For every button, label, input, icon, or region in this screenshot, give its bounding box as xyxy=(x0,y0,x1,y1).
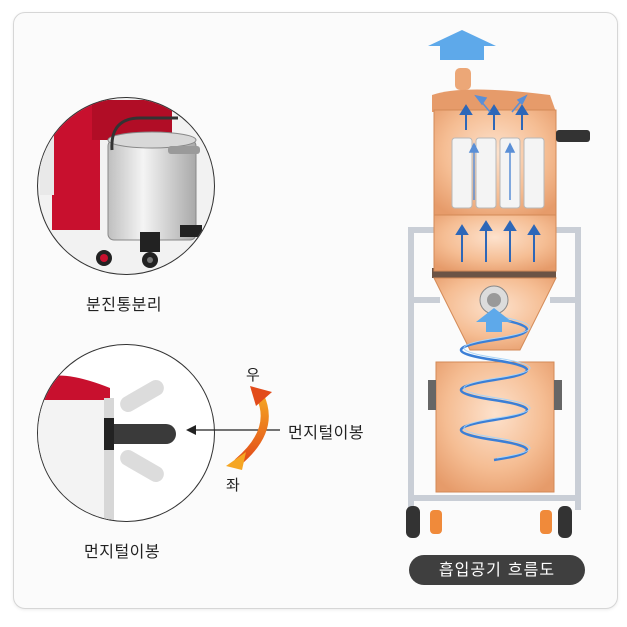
shaker-rod-circle xyxy=(37,344,215,522)
direction-right-label: 우 xyxy=(246,366,260,384)
exhaust-arrow-icon xyxy=(428,30,496,60)
separator-caption: 분진통분리 xyxy=(86,295,163,314)
rotate-arrow-icon xyxy=(226,386,272,470)
dust-bin-circle xyxy=(37,97,215,275)
shaker-caption: 먼지털이봉 xyxy=(84,542,161,561)
shaker-pointer-label: 먼지털이봉 xyxy=(288,423,365,442)
direction-left-label: 좌 xyxy=(226,476,240,494)
vacuum-flow-diagram xyxy=(406,30,590,538)
airflow-badge: 흡입공기 흐름도 xyxy=(409,555,585,585)
